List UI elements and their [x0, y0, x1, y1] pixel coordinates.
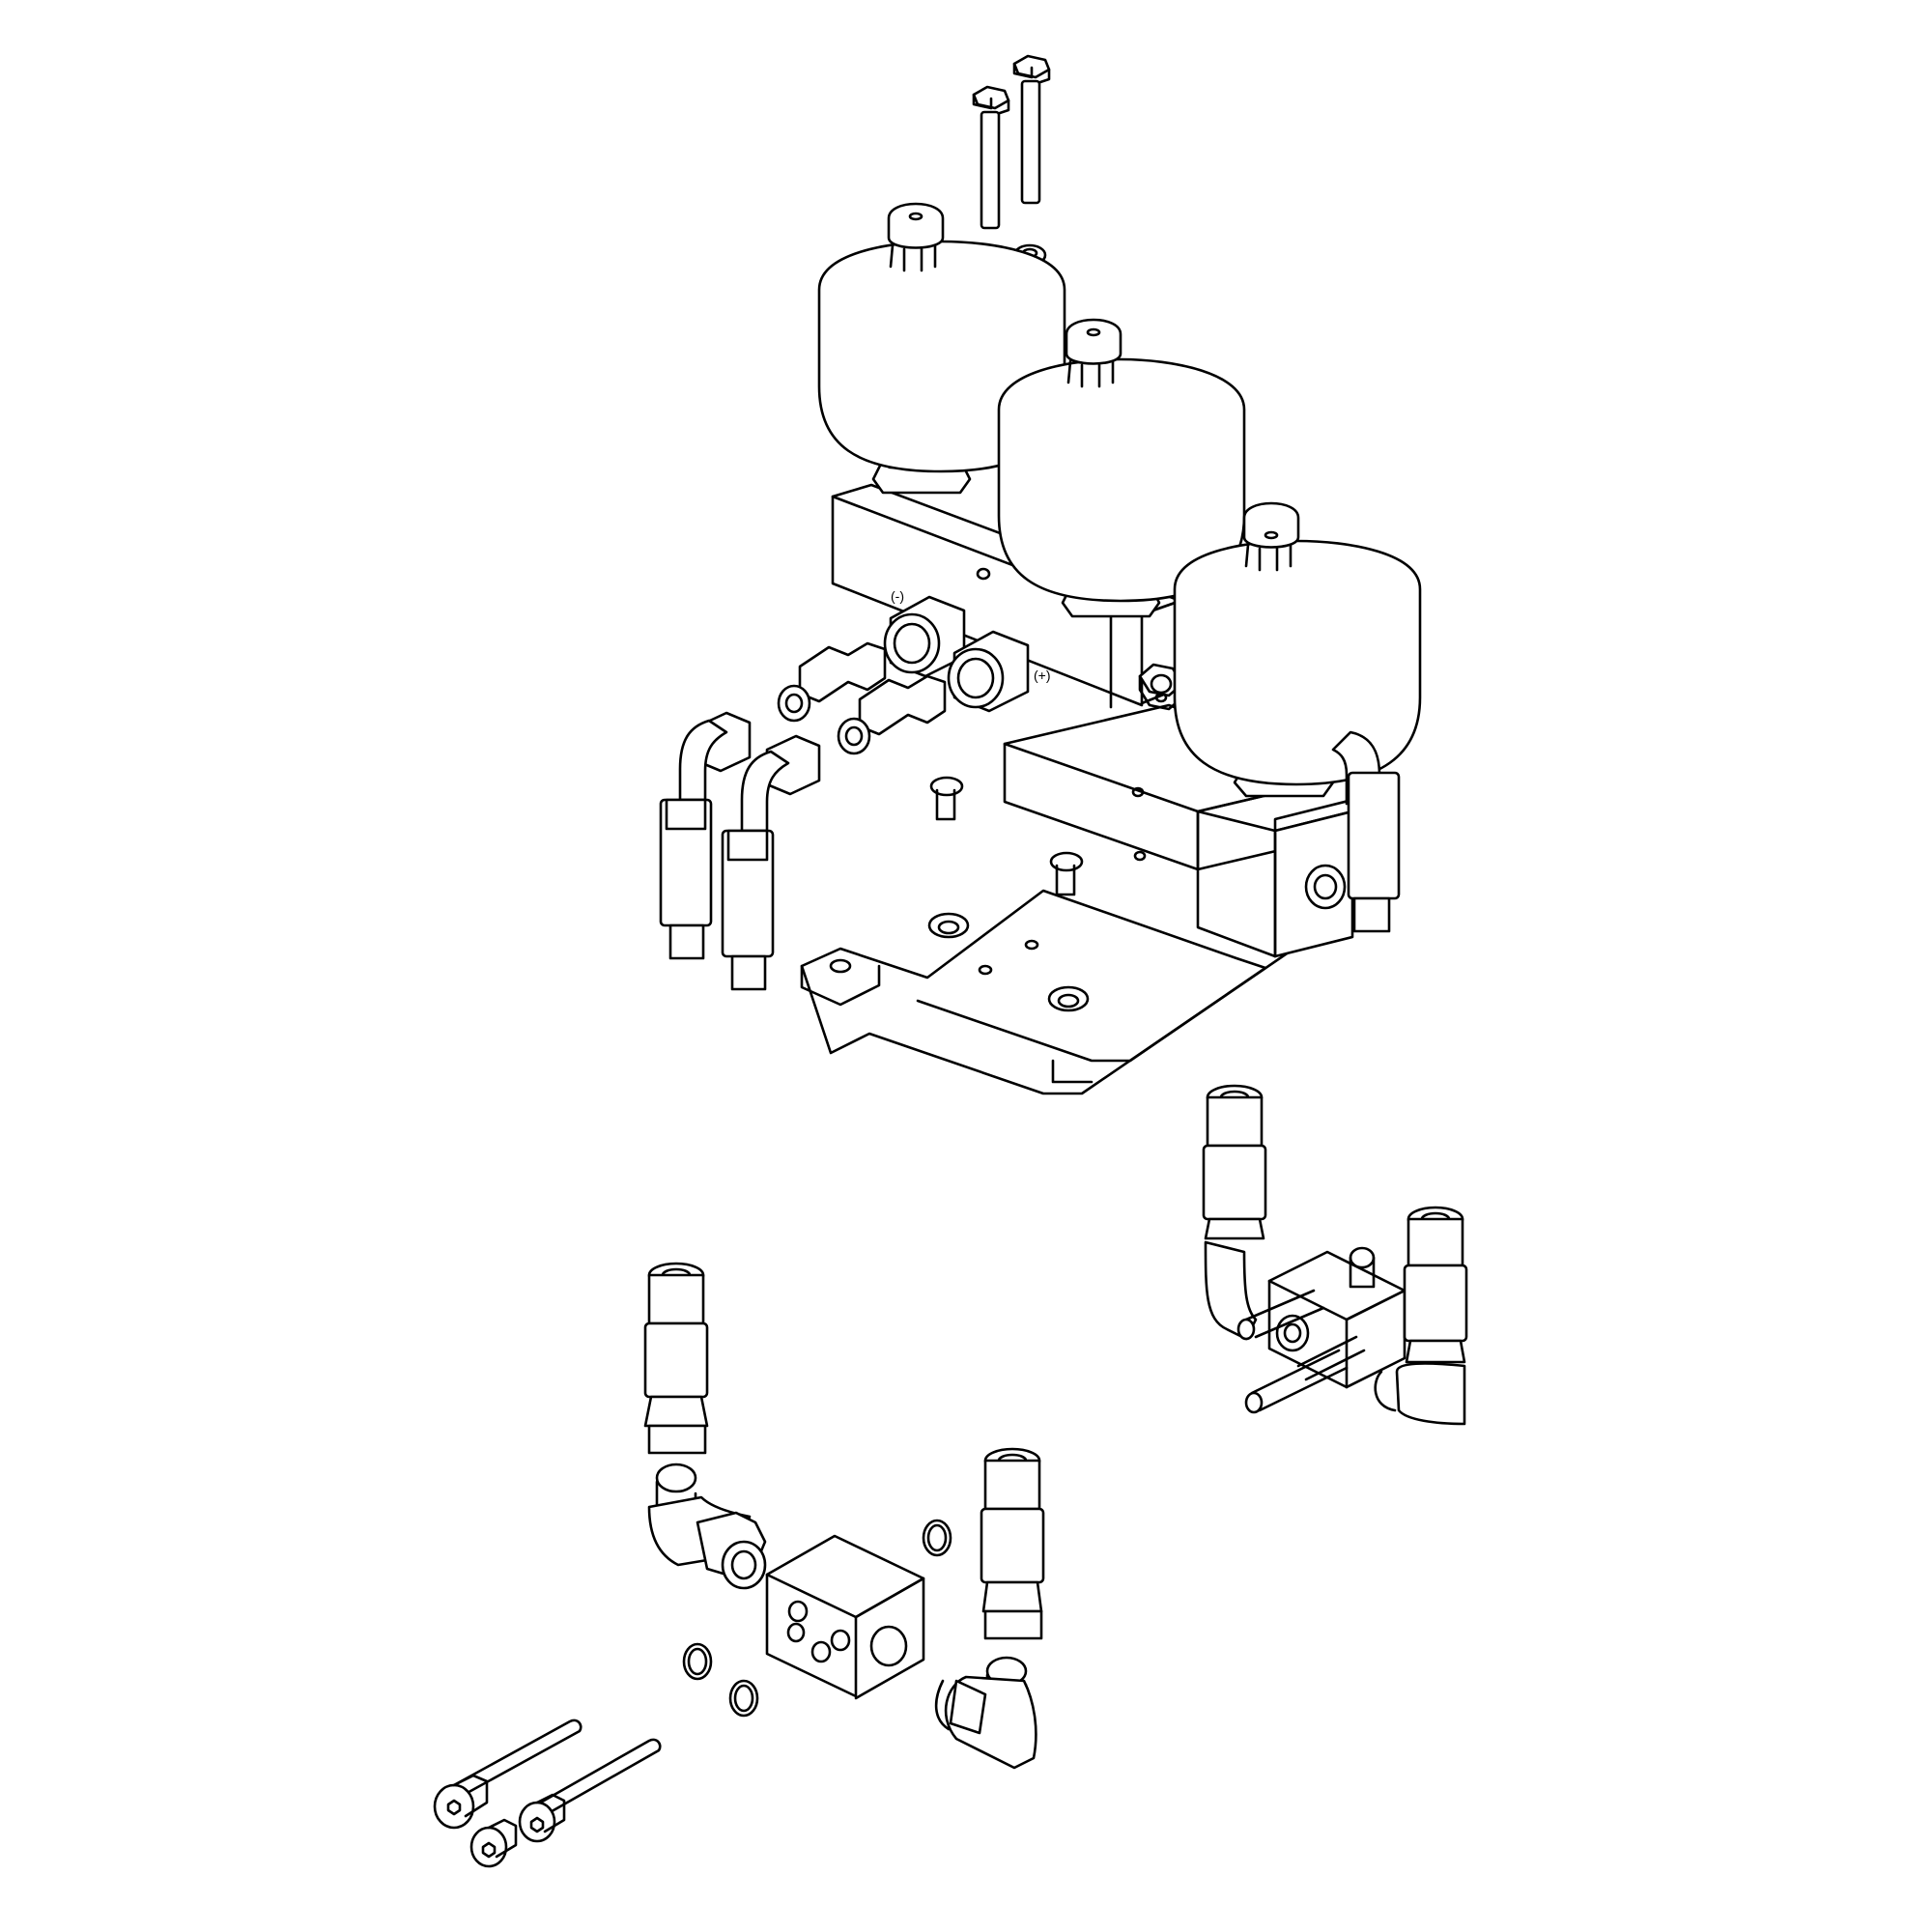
- right-fitting-top: [1202, 1084, 1267, 1240]
- port-mark-plus: (+): [1034, 668, 1051, 683]
- adapter-2: [837, 674, 947, 755]
- adapter-1: [777, 641, 887, 723]
- screws: [929, 776, 1084, 896]
- lower-sub-assembly: [433, 1262, 1045, 1868]
- right-block: [1267, 1250, 1406, 1389]
- bolt-left: [972, 85, 1010, 230]
- socket-bolt-2: [518, 1738, 662, 1843]
- socket-head-bolts: [433, 1719, 662, 1868]
- port-fittings: (-) (+): [883, 588, 1051, 713]
- adapter-fittings: [777, 641, 947, 755]
- hose-elbows: [659, 711, 1401, 991]
- lower-fitting-right: [980, 1447, 1045, 1640]
- base-plate: [800, 889, 1316, 1095]
- socket-bolt-3: [469, 1818, 518, 1868]
- bolt-right: [1012, 54, 1051, 205]
- lower-fitting-vertical: [643, 1262, 709, 1455]
- hose-elbow-1: [659, 711, 752, 960]
- accumulator-2: [997, 318, 1246, 618]
- right-knob: [1349, 1246, 1376, 1289]
- screw-1: [929, 776, 964, 821]
- o-rings: [682, 1519, 952, 1718]
- right-pins: [1236, 1289, 1366, 1414]
- hose-elbow-2: [721, 734, 821, 991]
- hose-elbow-3: [1331, 730, 1401, 933]
- port-mark-minus: (-): [891, 588, 904, 604]
- fitting-port-2: [947, 630, 1030, 713]
- lower-block: [765, 1534, 925, 1700]
- right-fitting-side: [1374, 1206, 1468, 1426]
- accumulator-3: [1173, 501, 1422, 798]
- screw-2: [1049, 851, 1084, 896]
- lower-elbow-left: [647, 1463, 767, 1590]
- lower-elbow-right: [934, 1656, 1037, 1770]
- right-sub-assembly: [1202, 1084, 1468, 1426]
- socket-bolt-1: [433, 1719, 582, 1830]
